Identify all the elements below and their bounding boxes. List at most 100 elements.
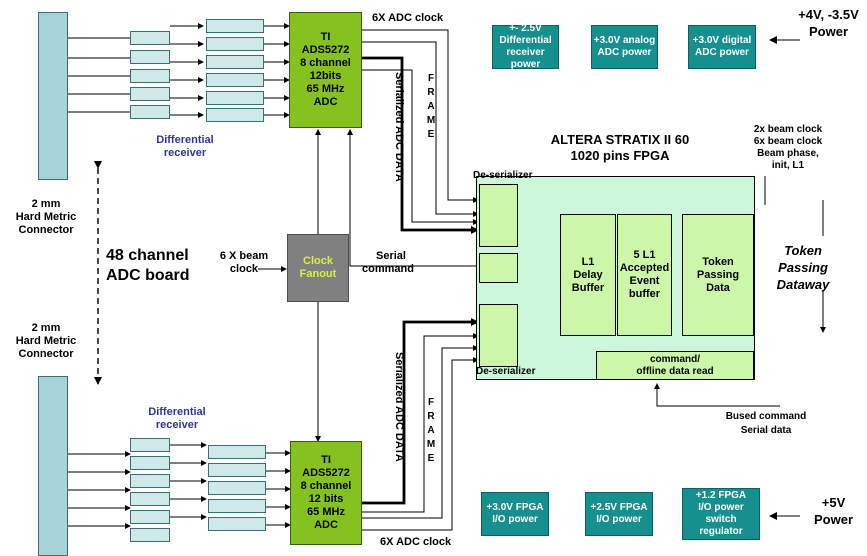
top-power-label: +4V, -3.5V Power	[790, 6, 867, 40]
bused-command-label: Bused command Serial data	[706, 410, 826, 438]
bottom-adc-to-fpga-wires	[362, 318, 479, 531]
power-label-line: Power	[808, 24, 848, 39]
receiver	[130, 474, 170, 488]
receiver	[130, 438, 170, 452]
adc-line: 65 MHz	[307, 506, 345, 518]
power-box-line: Differential	[499, 35, 552, 46]
power-box-line: +2.5V FPGA	[590, 502, 648, 513]
fpga-3v-io-power-box: +3.0V FPGA I/O power	[481, 492, 549, 536]
frame-letter: M	[426, 439, 436, 450]
deserializer-top-box	[479, 184, 518, 247]
token-dataway-line: Token	[784, 243, 822, 258]
command-offline-line: offline data read	[636, 365, 714, 377]
frame-letter: R	[427, 87, 435, 98]
fpga-title-line: ALTERA STRATIX II 60	[550, 132, 690, 147]
receiver	[208, 499, 266, 513]
beam-input-line: 2x beam clock	[753, 124, 823, 135]
right-side-wires	[654, 36, 826, 520]
clock-fanout-box: Clock Fanout	[287, 234, 349, 302]
serial-command-port	[479, 253, 518, 283]
board-title: 48 channel ADC board	[106, 246, 190, 286]
receiver	[206, 19, 264, 33]
receiver	[208, 445, 266, 459]
adc-line: TI	[321, 454, 331, 466]
receiver	[208, 517, 266, 531]
receiver-word: Differential	[156, 134, 214, 146]
receiver	[130, 87, 170, 101]
bused-command-line: Bused command	[725, 411, 807, 422]
l1-accepted-line: Event	[629, 275, 660, 287]
l1-accepted-line: 5 L1	[633, 249, 656, 261]
fpga-2v5-io-power-box: +2.5V FPGA I/O power	[585, 492, 653, 536]
clock-fanout-wires	[258, 129, 321, 442]
bottom-frame-label: F R A M E	[426, 396, 436, 466]
power-box-line: +3.0V analog	[593, 35, 656, 46]
bottom-receiver-label: Differential receiver	[132, 406, 222, 432]
beam-inputs-label: 2x beam clock 6x beam clock Beam phase, …	[738, 124, 838, 172]
top-serialized-data-label: Serialized ADC DATA	[393, 72, 405, 182]
connector-type: Hard Metric	[15, 211, 77, 223]
power-box-line: +3.0V digital	[692, 35, 752, 46]
frame-letter: R	[427, 411, 435, 422]
top-hard-metric-connector	[38, 12, 68, 180]
serial-command-wire	[347, 129, 476, 267]
token-passing-line: Passing	[696, 268, 740, 281]
connector-size: 2 mm	[31, 322, 61, 334]
receiver	[130, 510, 170, 524]
token-dataway-label: Token Passing Dataway	[758, 242, 848, 293]
bottom-hard-metric-connector	[38, 376, 68, 556]
receiver	[130, 105, 170, 119]
frame-letter: E	[427, 129, 435, 140]
token-passing-line: Data	[706, 281, 730, 294]
adc-line: 12 bits	[308, 493, 344, 505]
receiver	[206, 37, 264, 51]
adc-line: ADC	[313, 96, 338, 108]
top-connector-label: 2 mm Hard Metric Connector	[6, 198, 86, 237]
receiver-word: receiver	[155, 419, 199, 431]
deserializer-bottom-box	[479, 304, 518, 367]
deserializer-bottom-label: De-serializer	[476, 366, 536, 377]
frame-letter: F	[427, 73, 435, 84]
l1-delay-line: L1	[581, 255, 595, 268]
bottom-serialized-data-label: Serialized ADC DATA	[393, 352, 405, 462]
beam-clock-line: clock	[229, 263, 259, 275]
top-receiver-label: Differential receiver	[140, 134, 230, 160]
power-box-line: +3.0V FPGA	[486, 502, 544, 513]
diff-receiver-power-box: +- 2.5V Differential receiver power	[492, 23, 559, 70]
fpga-title-line: 1020 pins FPGA	[570, 148, 670, 163]
token-passing-line: Token	[702, 255, 734, 268]
frame-letter: M	[426, 115, 436, 126]
bottom-adc-chip: TI ADS5272 8 channel 12 bits 65 MHz ADC	[290, 441, 362, 545]
fanout-line: Fanout	[299, 268, 337, 280]
receiver	[130, 492, 170, 506]
fanout-line: Clock	[303, 255, 333, 267]
beam-input-line: init, L1	[771, 160, 805, 171]
receiver	[206, 91, 264, 105]
connector-word: Connector	[18, 224, 74, 236]
token-dataway-line: Dataway	[776, 277, 830, 292]
serial-command-label: Serial command	[362, 250, 414, 276]
serial-command-line: command	[362, 263, 414, 275]
top-adc-to-fpga-wires	[362, 29, 479, 234]
bottom-connector-label: 2 mm Hard Metric Connector	[6, 322, 86, 361]
top-receiver-wires	[68, 23, 290, 118]
connector-word: Connector	[18, 348, 74, 360]
power-box-line: +1.2 FPGA	[695, 490, 747, 501]
adc-line: ADC	[314, 519, 338, 531]
l1-accepted-event-buffer: 5 L1 Accepted Event buffer	[617, 214, 672, 336]
token-passing-data: Token Passing Data	[682, 214, 754, 336]
power-label-line: +5V	[821, 495, 846, 510]
l1-delay-line: Delay	[573, 268, 603, 281]
power-box-line: ADC power	[597, 47, 652, 58]
receiver	[130, 50, 170, 64]
adc-line: 8 channel	[300, 480, 352, 492]
connector-size: 2 mm	[31, 198, 61, 210]
digital-adc-power-box: +3.0V digital ADC power	[688, 25, 756, 69]
fpga-title: ALTERA STRATIX II 60 1020 pins FPGA	[520, 132, 720, 164]
receiver	[208, 481, 266, 495]
receiver-word: Differential	[148, 406, 206, 418]
receiver	[130, 528, 170, 542]
power-label-line: +4V, -3.5V	[798, 7, 859, 22]
receiver	[206, 108, 264, 122]
